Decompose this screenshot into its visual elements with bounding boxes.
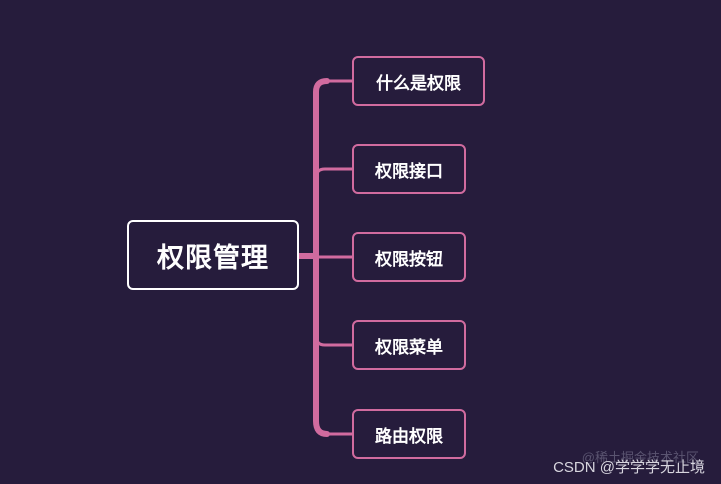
watermark: @稀土掘金技术社区 CSDN @学学学无止境 xyxy=(553,450,705,476)
child-node-label: 权限接口 xyxy=(375,161,443,182)
child-node-what-is-permission[interactable]: 什么是权限 xyxy=(352,56,485,106)
child-node-route-permission[interactable]: 路由权限 xyxy=(352,409,466,459)
watermark-text: CSDN @学学学无止境 xyxy=(553,458,705,476)
child-node-label: 权限按钮 xyxy=(375,249,443,270)
child-node-permission-api[interactable]: 权限接口 xyxy=(352,144,466,194)
child-node-permission-menu[interactable]: 权限菜单 xyxy=(352,320,466,370)
root-node-label: 权限管理 xyxy=(157,242,269,274)
child-node-label: 权限菜单 xyxy=(375,337,443,358)
child-node-permission-button[interactable]: 权限按钮 xyxy=(352,232,466,282)
watermark-faint-text: @稀土掘金技术社区 xyxy=(581,450,699,466)
trunk-line xyxy=(313,78,330,437)
root-node[interactable]: 权限管理 xyxy=(127,220,299,290)
child-node-label: 路由权限 xyxy=(375,426,443,447)
branch-2 xyxy=(314,167,352,179)
child-node-label: 什么是权限 xyxy=(376,73,461,94)
branch-4 xyxy=(314,335,352,347)
